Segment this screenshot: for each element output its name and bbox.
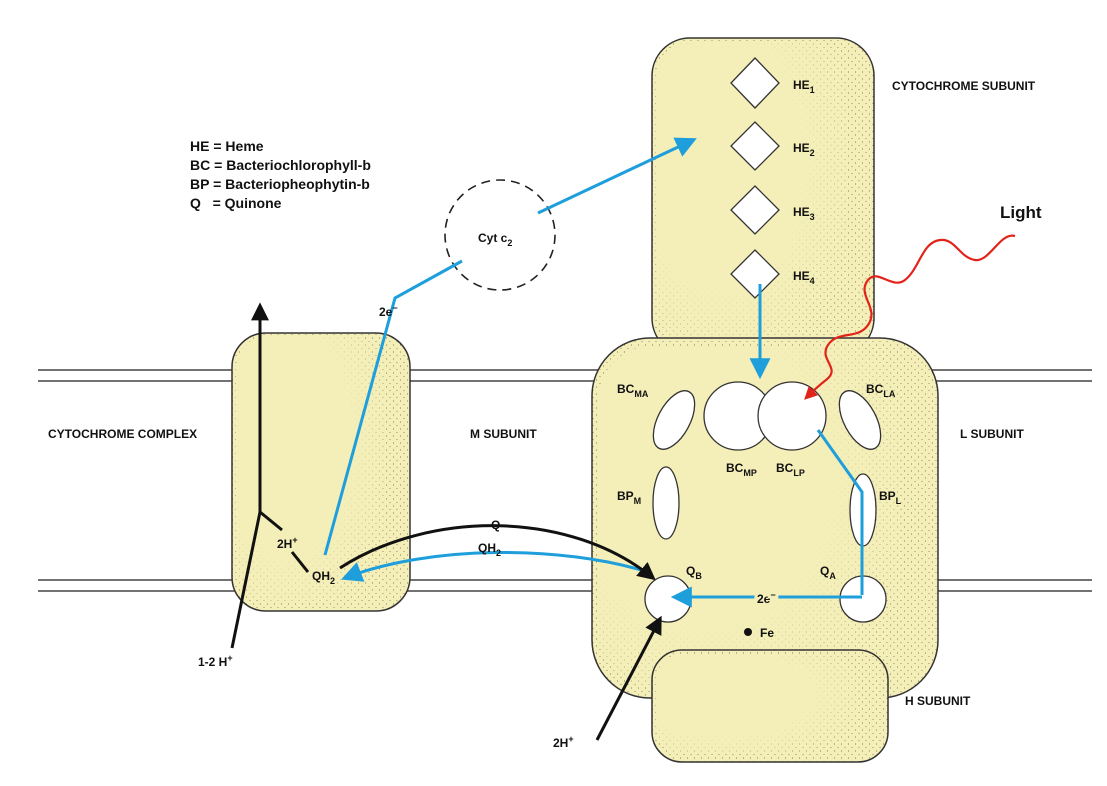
legend: HE = Heme BC = Bacteriochlorophyll-b BP … (190, 138, 371, 211)
bc-lp-shape (758, 382, 826, 450)
label-2e-upper: 2e− (379, 303, 398, 319)
legend-bc: BC = Bacteriochlorophyll-b (190, 157, 371, 173)
label-h-subunit: H SUBUNIT (905, 694, 971, 708)
legend-bp: BP = Bacteriopheophytin-b (190, 176, 370, 192)
legend-he: HE = Heme (190, 138, 264, 154)
label-light: Light (1000, 203, 1042, 222)
fe-dot (744, 628, 752, 636)
bp-m-shape (653, 467, 679, 539)
label-2h-qb: 2H+ (553, 734, 574, 750)
h-subunit-body (652, 650, 888, 762)
label-l-subunit: L SUBUNIT (960, 427, 1024, 441)
legend-q: Q = Quinone (190, 195, 282, 211)
label-m-subunit: M SUBUNIT (470, 427, 537, 441)
label-1-2h: 1-2 H+ (198, 653, 233, 669)
label-cytochrome-complex: CYTOCHROME COMPLEX (48, 427, 197, 441)
label-cytochrome-subunit: CYTOCHROME SUBUNIT (892, 79, 1036, 93)
qb-shape (645, 576, 691, 622)
label-q: Q (491, 518, 500, 532)
label-qh2-arrow: QH2 (478, 541, 501, 558)
label-fe: Fe (760, 626, 774, 640)
